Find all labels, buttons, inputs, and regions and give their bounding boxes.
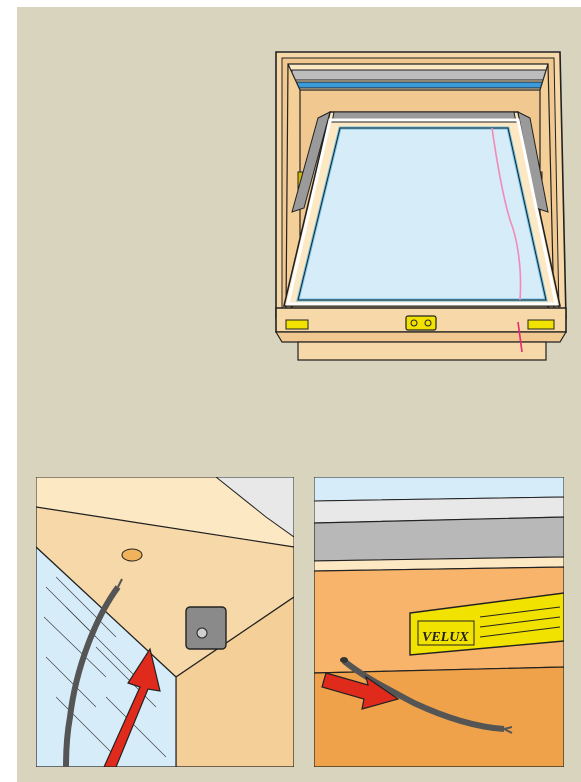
lower-lining (298, 342, 546, 360)
grey-rail (314, 517, 564, 561)
detail-right-illustration: VELUX (314, 477, 564, 767)
cable-hole-icon (122, 549, 142, 561)
left-latch-icon (286, 320, 308, 329)
right-latch-icon (528, 320, 554, 329)
bottom-rail-underside (276, 332, 566, 342)
top-rail (292, 70, 546, 80)
connector-screw (197, 628, 207, 638)
detail-left-illustration (36, 477, 294, 767)
blind-bar (296, 82, 544, 88)
connector-box-icon (186, 607, 226, 649)
open-roof-window-illustration (0, 0, 581, 420)
cable-end (340, 657, 348, 663)
velux-brand-text: VELUX (422, 630, 469, 645)
